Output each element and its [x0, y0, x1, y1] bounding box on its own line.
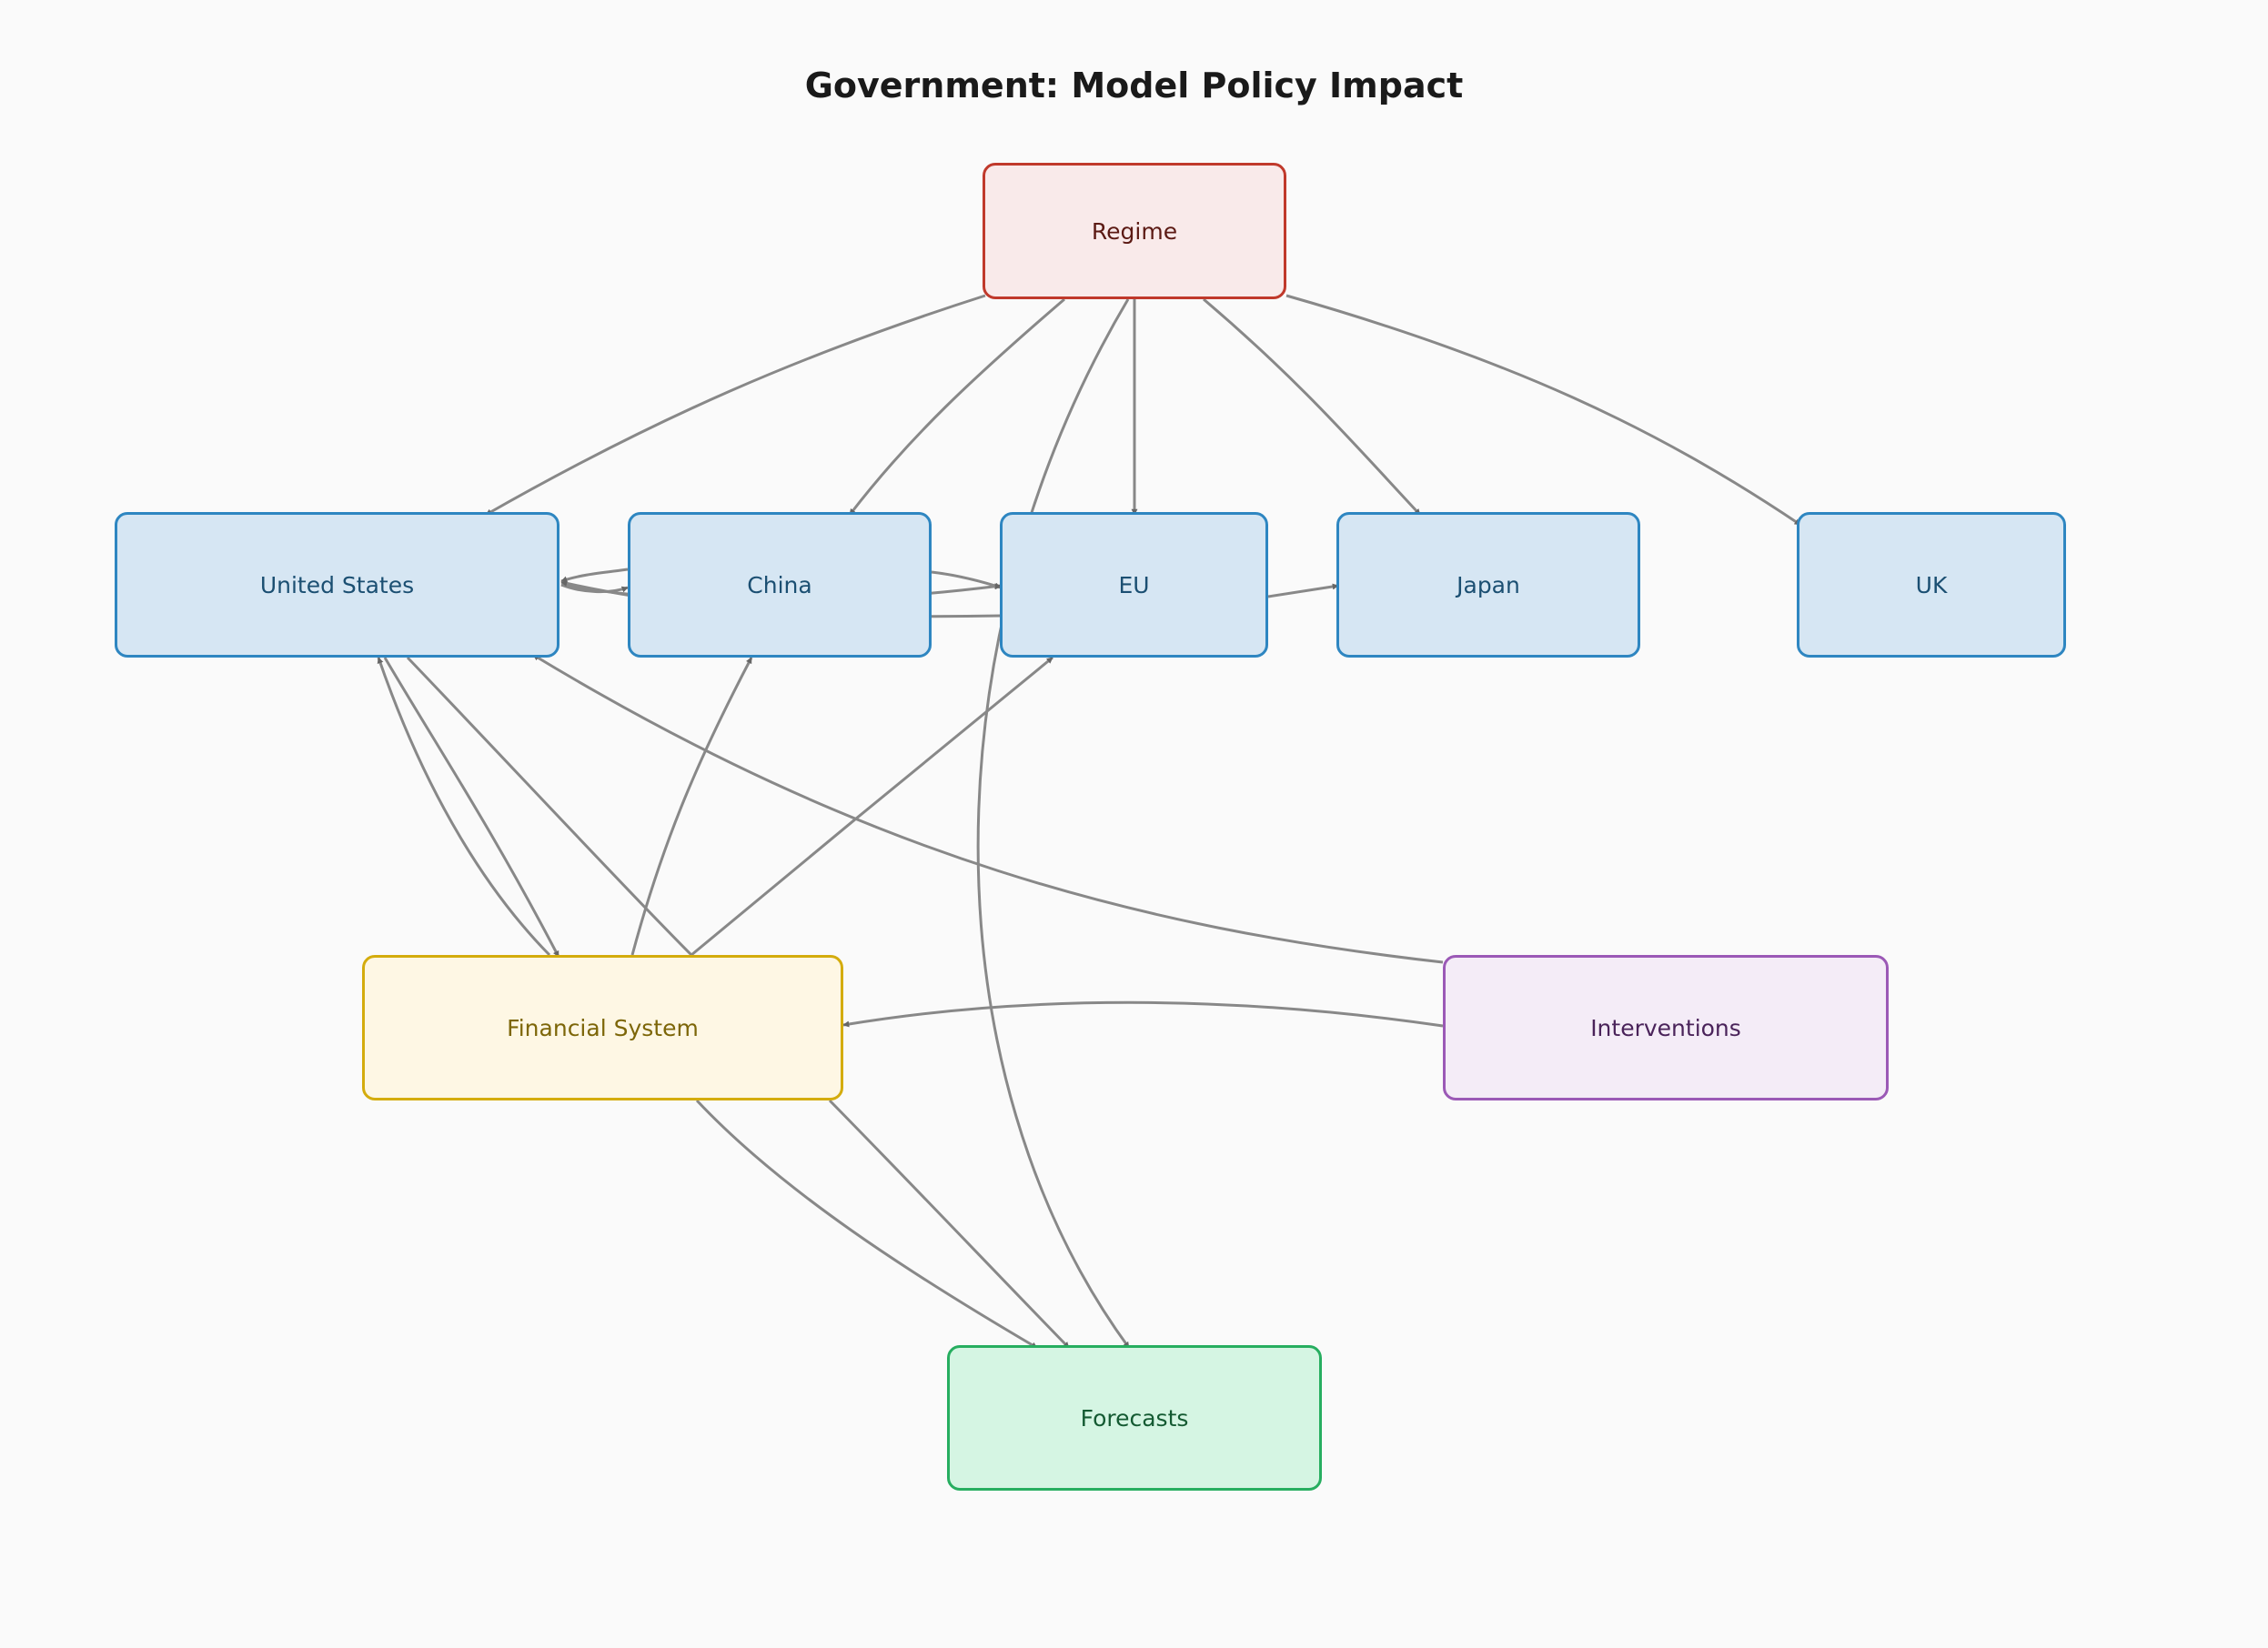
- node-label: Japan: [1457, 571, 1520, 598]
- edge-china-to-eu: [931, 570, 1002, 589]
- node-eu: EU: [1000, 512, 1268, 658]
- edge-china-to-us: [560, 568, 629, 583]
- node-interventions: Interventions: [1443, 955, 1889, 1100]
- edge-us-to-financial: [383, 657, 560, 958]
- node-label: Financial System: [507, 1014, 699, 1041]
- node-financial-system: Financial System: [362, 955, 843, 1100]
- edge-regime-to-us: [485, 294, 986, 517]
- edge-regime-to-japan: [1203, 297, 1422, 517]
- node-united-states: United States: [115, 512, 559, 658]
- edge-regime-to-china: [848, 297, 1065, 516]
- node-label: United States: [259, 571, 415, 598]
- node-label: EU: [1118, 571, 1150, 598]
- edge-interventions-to-financial: [842, 1000, 1444, 1028]
- node-china: China: [628, 512, 932, 658]
- node-label: Interventions: [1590, 1014, 1741, 1041]
- node-forecasts: Forecasts: [947, 1345, 1322, 1491]
- edge-us-to-forecasts: [406, 656, 1037, 1348]
- node-label: China: [747, 571, 812, 598]
- edge-financial-to-us: [377, 657, 551, 957]
- diagram-title: Government: Model Policy Impact: [804, 65, 1464, 106]
- edge-eu-to-japan: [1267, 583, 1339, 598]
- edge-regime-to-forecasts: [976, 298, 1131, 1349]
- edge-regime-to-uk: [1285, 294, 1801, 527]
- edge-interventions-to-us: [532, 653, 1444, 964]
- edge-financial-to-forecasts: [828, 1099, 1071, 1350]
- node-label: UK: [1915, 571, 1948, 598]
- node-label: Regime: [1091, 217, 1178, 245]
- edge-financial-to-china: [630, 657, 753, 956]
- node-regime: Regime: [983, 163, 1286, 299]
- node-japan: Japan: [1336, 512, 1640, 658]
- node-uk: UK: [1797, 512, 2066, 658]
- edge-financial-to-eu: [690, 656, 1053, 957]
- node-label: Forecasts: [1080, 1404, 1189, 1432]
